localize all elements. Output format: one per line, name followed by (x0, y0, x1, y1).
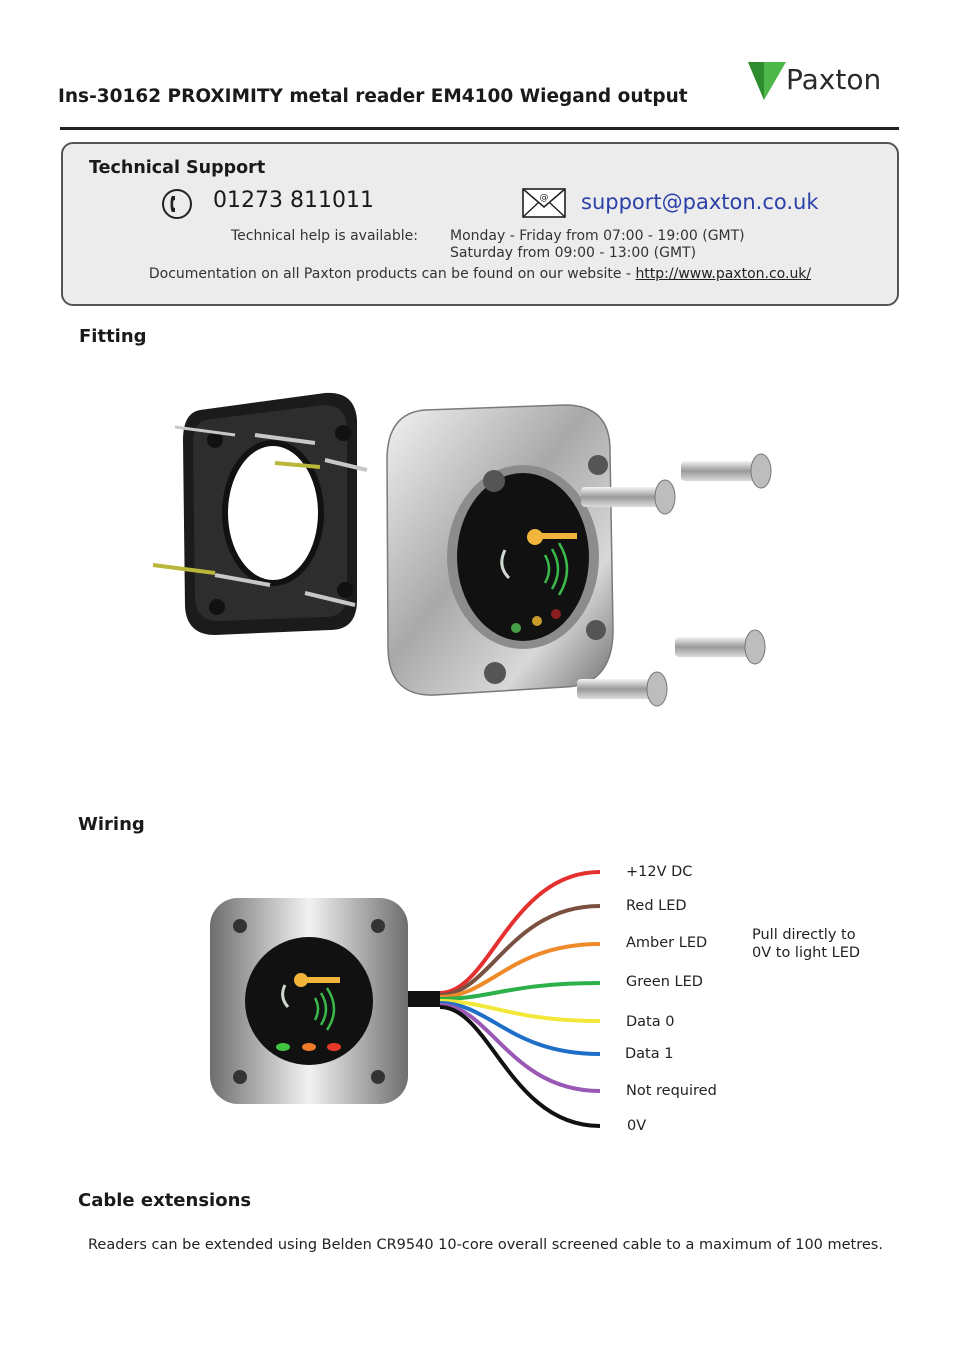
mail-icon: @ (522, 188, 566, 218)
wire-bundle (439, 870, 601, 1128)
wire-3 (439, 981, 601, 1001)
wire-label-data0: Data 0 (626, 1014, 675, 1030)
wire-7 (439, 1005, 601, 1128)
paxton-logo-mark (748, 62, 786, 100)
wire-label-data1: Data 1 (625, 1046, 674, 1062)
fitting-heading: Fitting (79, 326, 147, 347)
wire-6 (439, 1003, 601, 1093)
technical-support-panel: Technical Support 01273 811011 @ support… (61, 142, 899, 306)
wire-label-12v: +12V DC (626, 864, 693, 880)
led-note: Pull directly to 0V to light LED (752, 926, 860, 962)
phone-icon (162, 189, 192, 219)
wire-0 (439, 870, 601, 995)
documentation-text: Documentation on all Paxton products can… (148, 266, 636, 282)
website-link[interactable]: http://www.paxton.co.uk/ (635, 266, 812, 282)
help-availability-label: Technical help is available: (231, 228, 418, 244)
wire-label-0v: 0V (627, 1118, 647, 1134)
wire-5 (439, 1001, 601, 1056)
documentation-line: Documentation on all Paxton products can… (63, 266, 897, 282)
wire-1 (439, 904, 601, 997)
paxton-logo: Paxton (746, 58, 896, 104)
wire-label-amber-led: Amber LED (626, 935, 708, 951)
wire-label-red-led: Red LED (626, 898, 687, 914)
metal-reader-housing (386, 404, 614, 696)
weekday-hours: Monday - Friday from 07:00 - 19:00 (GMT) (450, 228, 745, 244)
led-note-line1: Pull directly to (752, 927, 856, 943)
cable-extensions-heading: Cable extensions (78, 1190, 252, 1211)
document-title: Ins-30162 PROXIMITY metal reader EM4100 … (58, 86, 688, 107)
wire-4 (439, 999, 601, 1023)
wire-label-not-required: Not required (626, 1083, 717, 1099)
back-plate (183, 392, 357, 635)
cable-extensions-text: Readers can be extended using Belden CR9… (88, 1237, 883, 1253)
wiring-heading: Wiring (78, 814, 145, 835)
logo-text: Paxton (786, 63, 882, 96)
housing-screws (577, 453, 772, 707)
saturday-hours: Saturday from 09:00 - 13:00 (GMT) (450, 245, 697, 261)
svg-text:@: @ (540, 193, 549, 203)
reader-front (210, 898, 408, 1104)
led-note-line2: 0V to light LED (752, 945, 861, 961)
cable-sleeve (408, 991, 440, 1007)
support-email-link[interactable]: support@paxton.co.uk (581, 190, 819, 214)
wire-label-green-led: Green LED (626, 974, 703, 990)
header-divider (60, 127, 899, 130)
fitting-illustration (152, 392, 772, 707)
wire-2 (439, 942, 601, 999)
wiring-illustration (210, 870, 601, 1128)
support-title: Technical Support (89, 158, 266, 178)
plate-screws (152, 425, 368, 607)
phone-number: 01273 811011 (213, 188, 374, 213)
